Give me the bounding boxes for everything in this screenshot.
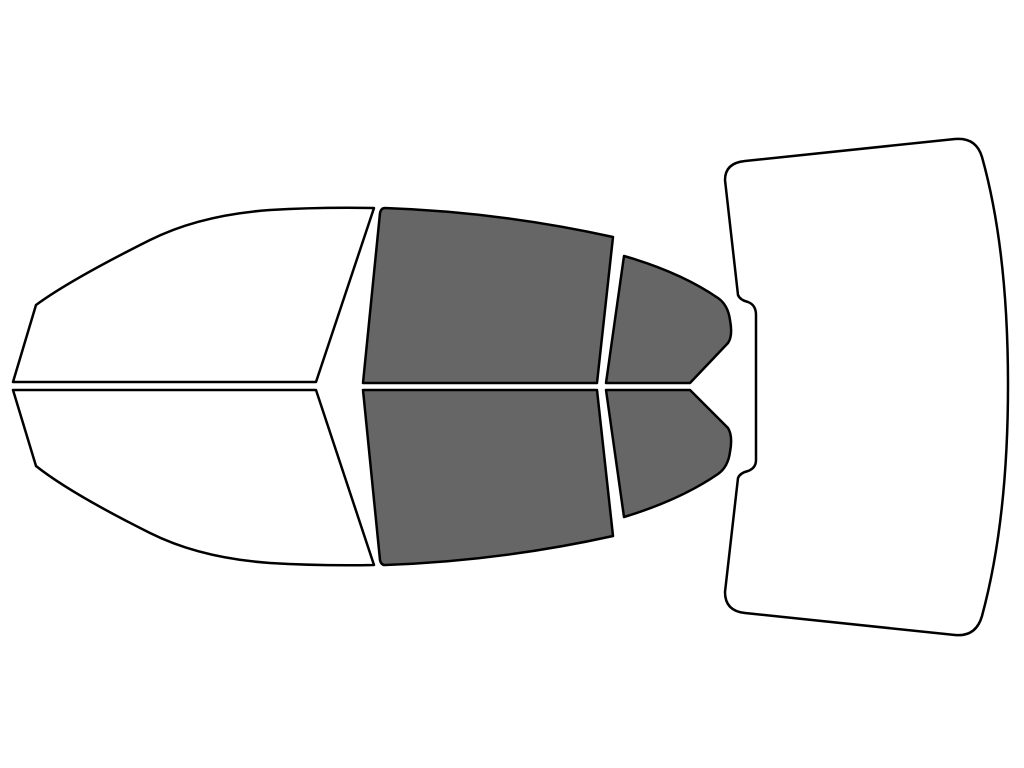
windshield-right-half[interactable] bbox=[11, 388, 376, 567]
front-door-window-left[interactable] bbox=[361, 206, 615, 385]
front-door-window-right[interactable] bbox=[361, 388, 615, 567]
windshield-left-half[interactable] bbox=[11, 206, 376, 384]
rear-window[interactable] bbox=[723, 137, 1010, 637]
rear-door-window-right[interactable] bbox=[604, 388, 733, 519]
rear-door-window-left[interactable] bbox=[604, 254, 733, 385]
